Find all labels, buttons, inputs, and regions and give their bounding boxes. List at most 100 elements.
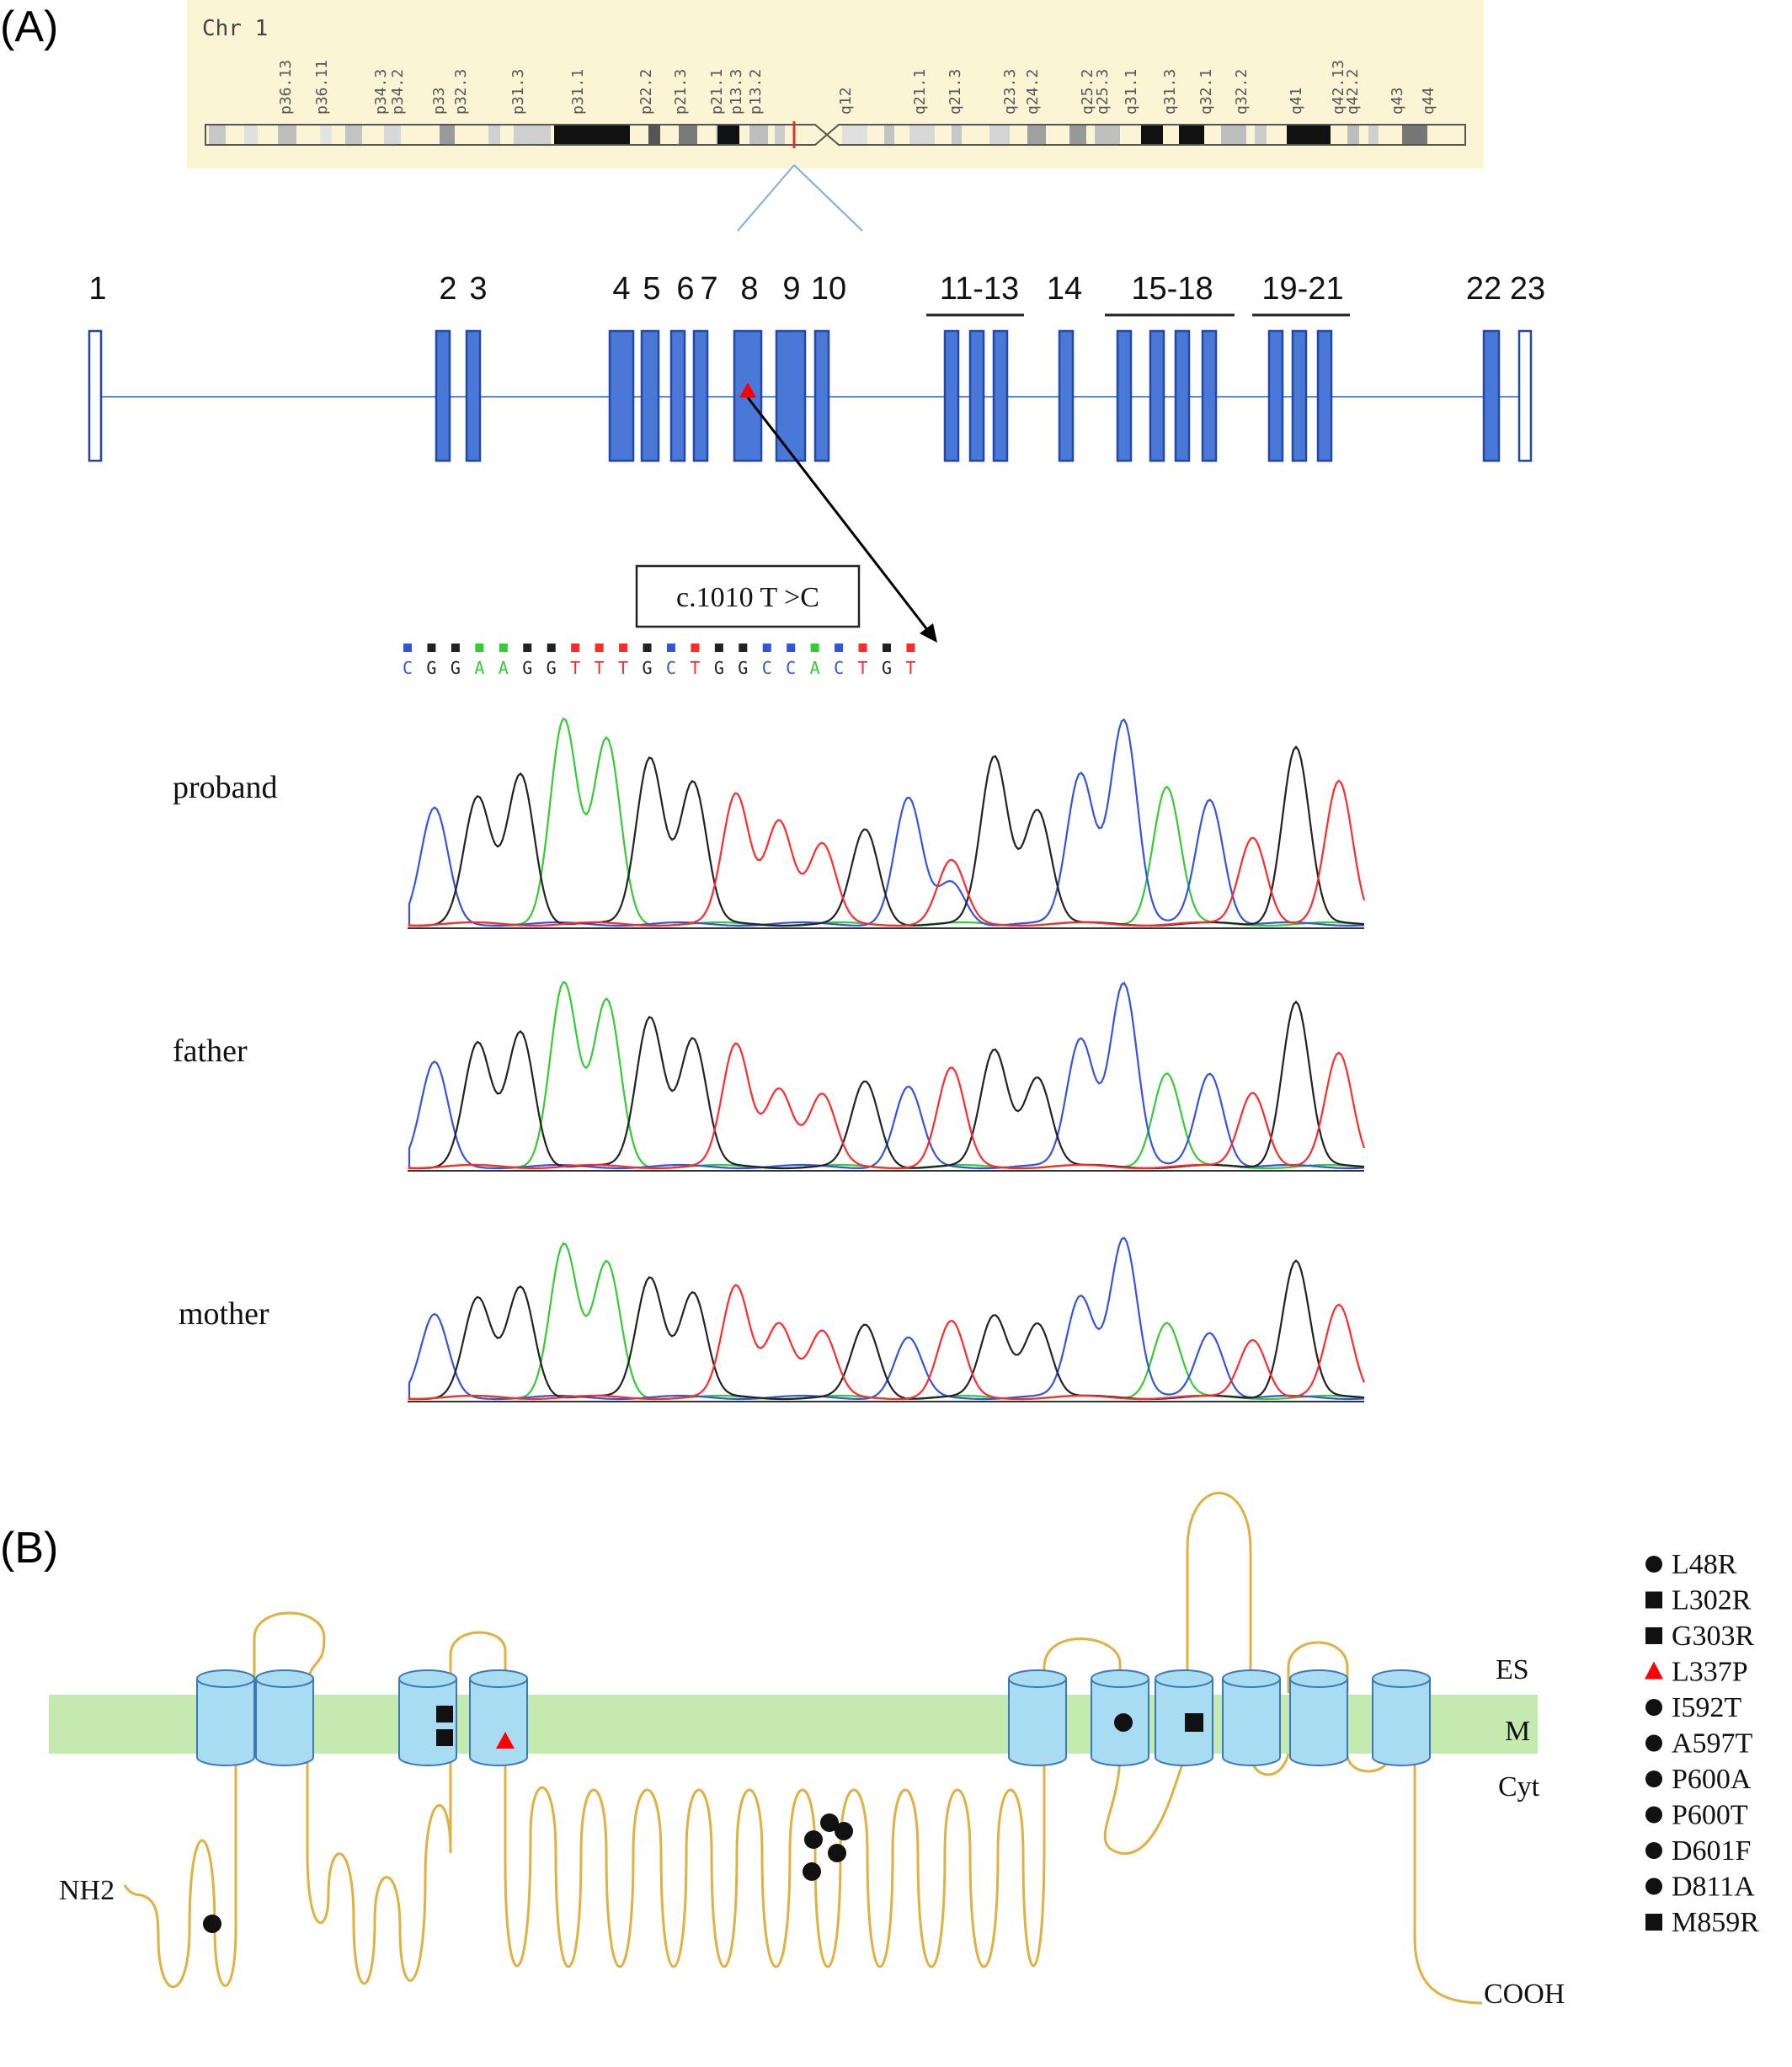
band-label-q: q42.2 <box>1344 69 1362 115</box>
exon-box <box>467 331 480 461</box>
exon-box <box>1519 331 1531 461</box>
trace-channel-c <box>409 719 1364 926</box>
exon-box <box>1484 331 1499 461</box>
exon-label: 11-13 <box>940 271 1019 307</box>
band-label-q: q32.2 <box>1233 69 1251 115</box>
base-call-letter: A <box>474 658 484 678</box>
legend-label: L48R <box>1672 1549 1737 1580</box>
mutation-legend: L48RL302RG303RL337PI592TA597TP600AP600TD… <box>1645 1549 1759 1938</box>
base-call-letter: G <box>451 658 461 678</box>
ideogram-band <box>842 126 867 144</box>
ideogram-band <box>717 126 739 144</box>
base-call-marker <box>787 644 795 652</box>
ideogram-band <box>345 126 362 144</box>
exon-box <box>1150 331 1164 461</box>
band-label-q: q12 <box>837 87 855 115</box>
legend-circle-icon <box>1645 1842 1662 1859</box>
exon-box <box>970 331 984 461</box>
base-call-letter: C <box>666 658 676 678</box>
base-call-marker <box>451 644 460 652</box>
ideogram-band <box>1069 126 1086 144</box>
band-label-p: p32.3 <box>452 69 470 115</box>
helix-bottom <box>1009 1757 1066 1765</box>
trace-channel-g <box>409 1001 1364 1168</box>
band-label-q: q23.3 <box>1001 69 1019 115</box>
helix-bottom <box>470 1757 527 1765</box>
helix-bottom <box>256 1757 313 1765</box>
helix-top <box>1009 1670 1066 1687</box>
ideogram-band <box>244 126 258 144</box>
marker-d601f <box>828 1844 846 1862</box>
band-label-q: q25.3 <box>1094 69 1112 115</box>
helix-bottom <box>399 1757 456 1765</box>
base-call-marker <box>811 644 819 652</box>
region-label-m: M <box>1505 1716 1530 1747</box>
base-call-letter: G <box>522 658 532 678</box>
trace-channel-a <box>409 982 1364 1168</box>
ideogram-band <box>209 126 226 144</box>
ideogram-band <box>1221 126 1246 144</box>
ideogram-band <box>514 126 551 144</box>
trace-channel-t <box>409 1044 1364 1168</box>
sequence-row: CGGAAGGTTTGCTGGCCACTGT <box>403 644 915 678</box>
marker-p600t <box>804 1830 823 1849</box>
marker-l48r <box>203 1915 221 1933</box>
chromatogram-mother: mother <box>179 1238 1364 1402</box>
trace-label-father: father <box>173 1034 248 1069</box>
legend-label: L302R <box>1672 1585 1752 1616</box>
base-call-letter: C <box>403 658 413 678</box>
band-label-q: q41 <box>1288 87 1305 115</box>
base-call-marker <box>859 644 867 652</box>
region-label-es: ES <box>1496 1654 1529 1685</box>
legend-circle-icon <box>1645 1771 1662 1787</box>
exon-box <box>1293 331 1306 461</box>
nterm-label: NH2 <box>59 1875 115 1906</box>
base-call-letter: A <box>810 658 820 678</box>
membrane-topology: ES M Cyt NH2 COOH <box>49 1493 1565 2011</box>
trace-channel-g <box>409 1261 1364 1399</box>
legend-label: P600A <box>1672 1764 1752 1795</box>
ideogram-band <box>749 126 768 144</box>
band-label-q: q44 <box>1420 87 1437 115</box>
base-call-marker <box>523 644 531 652</box>
base-call-letter: T <box>595 658 605 678</box>
chromatogram-father: father <box>173 982 1364 1171</box>
helix-top <box>256 1670 313 1687</box>
base-call-marker <box>739 644 747 652</box>
exon-box <box>610 331 633 461</box>
ideogram-band <box>679 126 697 144</box>
helix-body <box>1373 1679 1430 1757</box>
legend-circle-icon <box>1645 1878 1662 1895</box>
exon-box <box>1318 331 1331 461</box>
ideogram-band <box>1027 126 1046 144</box>
base-call-marker <box>571 644 579 652</box>
legend-label: A597T <box>1672 1728 1753 1760</box>
exon-box <box>671 331 685 461</box>
base-call-letter: G <box>714 658 724 678</box>
legend-label: P600T <box>1672 1800 1748 1831</box>
helix-top <box>1373 1670 1430 1687</box>
ideogram-band <box>440 126 455 144</box>
helix-bottom <box>197 1757 254 1765</box>
band-label-p: p36.13 <box>277 60 295 115</box>
legend-square-icon <box>1645 1627 1662 1644</box>
exon-label: 6 <box>676 271 694 307</box>
legend-circle-icon <box>1645 1735 1662 1752</box>
base-call-marker <box>475 644 483 652</box>
helix-body <box>1009 1679 1066 1757</box>
marker-l302r <box>436 1706 453 1722</box>
band-label-p: p34.3 <box>372 69 390 115</box>
band-label-p: p13.2 <box>747 69 765 115</box>
mutation-label-text: c.1010 T >C <box>676 582 819 613</box>
helix-top <box>1155 1670 1213 1687</box>
ideogram-band <box>1141 126 1163 144</box>
ideogram-band <box>1368 126 1379 144</box>
exon-box <box>642 331 659 461</box>
helix-bottom <box>1091 1757 1149 1765</box>
base-call-marker <box>499 644 508 652</box>
exon-label: 23 <box>1510 271 1545 307</box>
exon-box <box>1269 331 1283 461</box>
helix-bottom <box>1290 1757 1347 1765</box>
helix-top <box>399 1670 456 1687</box>
ideogram-band <box>278 126 296 144</box>
